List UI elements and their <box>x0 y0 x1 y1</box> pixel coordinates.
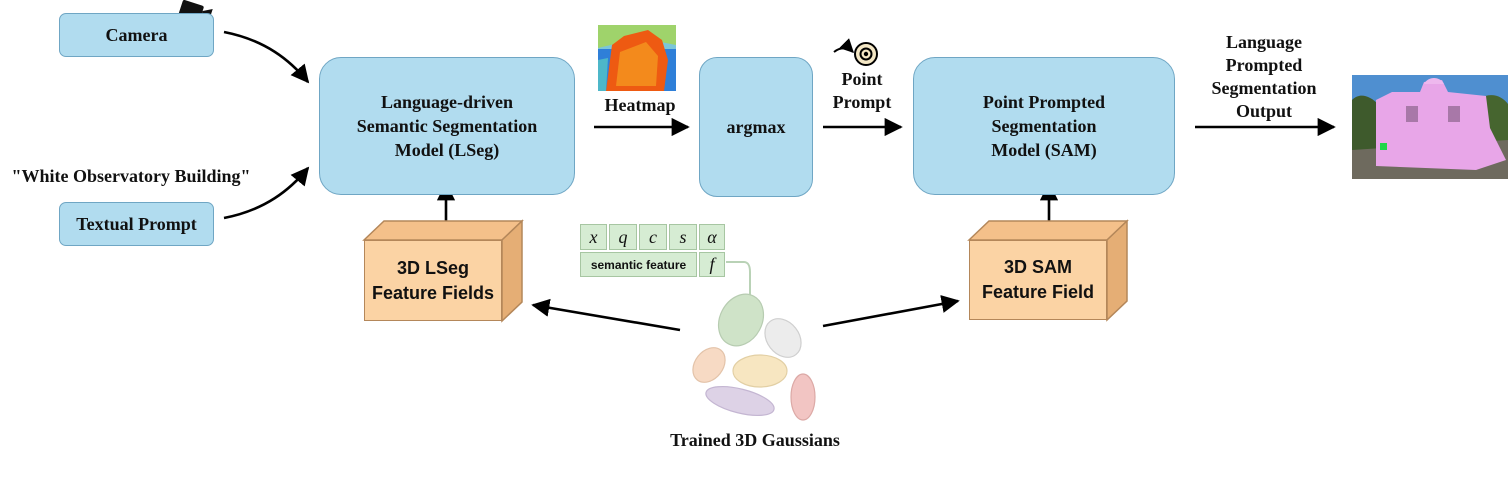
lseg-model-line2: Semantic Segmentation <box>356 116 538 136</box>
sam-model-line2: Segmentation <box>991 116 1097 136</box>
gaussian-ellipse <box>790 373 816 421</box>
sam-field-line1: 3D SAM <box>1003 257 1072 277</box>
lseg-model-line1: Language-driven <box>380 92 513 112</box>
prompt-to-lseg-arrow <box>223 166 310 220</box>
text-query: "White Observatory Building" <box>11 166 251 186</box>
point-prompt-icon <box>833 38 878 66</box>
sam-field-cube-3d <box>967 219 1129 322</box>
heatmap-label: Heatmap <box>604 95 676 115</box>
output-line1: Language <box>1225 32 1303 52</box>
point-prompt-line2: Prompt <box>832 92 892 112</box>
heatmap-image <box>598 25 676 91</box>
output-line4: Output <box>1235 101 1293 121</box>
sam-model-line3: Model (SAM) <box>991 140 1097 160</box>
output-line2: Prompted <box>1225 55 1303 75</box>
lseg-field-line1: 3D LSeg <box>396 257 470 278</box>
sam-model-line1: Point Prompted <box>982 92 1106 112</box>
gaussians-to-sam-field-arrow <box>822 295 960 328</box>
attr-scale: s <box>669 224 697 250</box>
lseg-field-cube-3d <box>362 219 524 323</box>
textual-prompt-label: Textual Prompt <box>76 213 197 234</box>
attr-color: c <box>639 224 667 250</box>
gaussian-ellipse <box>705 386 775 416</box>
gaussian-ellipse <box>764 318 802 358</box>
gaussians-label: Trained 3D Gaussians <box>670 430 840 450</box>
attr-position: x <box>580 224 607 250</box>
textual-prompt-box: Textual Prompt <box>59 202 214 246</box>
gaussian-ellipsoids <box>692 293 816 421</box>
gaussian-ellipse <box>717 293 765 347</box>
gaussian-ellipse <box>692 347 726 383</box>
gaussians-to-lseg-field-arrow <box>531 298 681 332</box>
lseg-model-line3: Model (LSeg) <box>394 140 500 160</box>
gaussian-ellipse <box>732 354 788 388</box>
sam-field-line2: Feature Field <box>981 282 1095 302</box>
sam-feature-field-box: 3D SAM Feature Field <box>969 240 1107 320</box>
output-label: Language Prompted Segmentation Output <box>1200 31 1328 123</box>
lseg-feature-field-box: 3D LSeg Feature Fields <box>364 240 502 321</box>
attr-semantic-feature: semantic feature <box>580 252 697 277</box>
output-line3: Segmentation <box>1211 78 1317 98</box>
attribute-connector <box>726 261 751 298</box>
point-prompt-label: Point Prompt <box>817 68 907 116</box>
camera-to-lseg-arrow <box>223 30 310 84</box>
attr-opacity: α <box>699 224 725 250</box>
argmax-label: argmax <box>726 117 786 137</box>
attr-feature-f: f <box>699 252 725 277</box>
camera-label: Camera <box>105 24 168 45</box>
argmax-box: argmax <box>699 57 813 197</box>
attr-rotation: q <box>609 224 637 250</box>
lseg-model-box: Language-driven Semantic Segmentation Mo… <box>319 57 575 195</box>
sam-model-box: Point Prompted Segmentation Model (SAM) <box>913 57 1175 195</box>
camera-box: Camera <box>59 13 214 57</box>
point-prompt-line1: Point <box>841 69 883 89</box>
lseg-field-line2: Feature Fields <box>371 282 495 303</box>
segmentation-output-image <box>1352 75 1508 179</box>
